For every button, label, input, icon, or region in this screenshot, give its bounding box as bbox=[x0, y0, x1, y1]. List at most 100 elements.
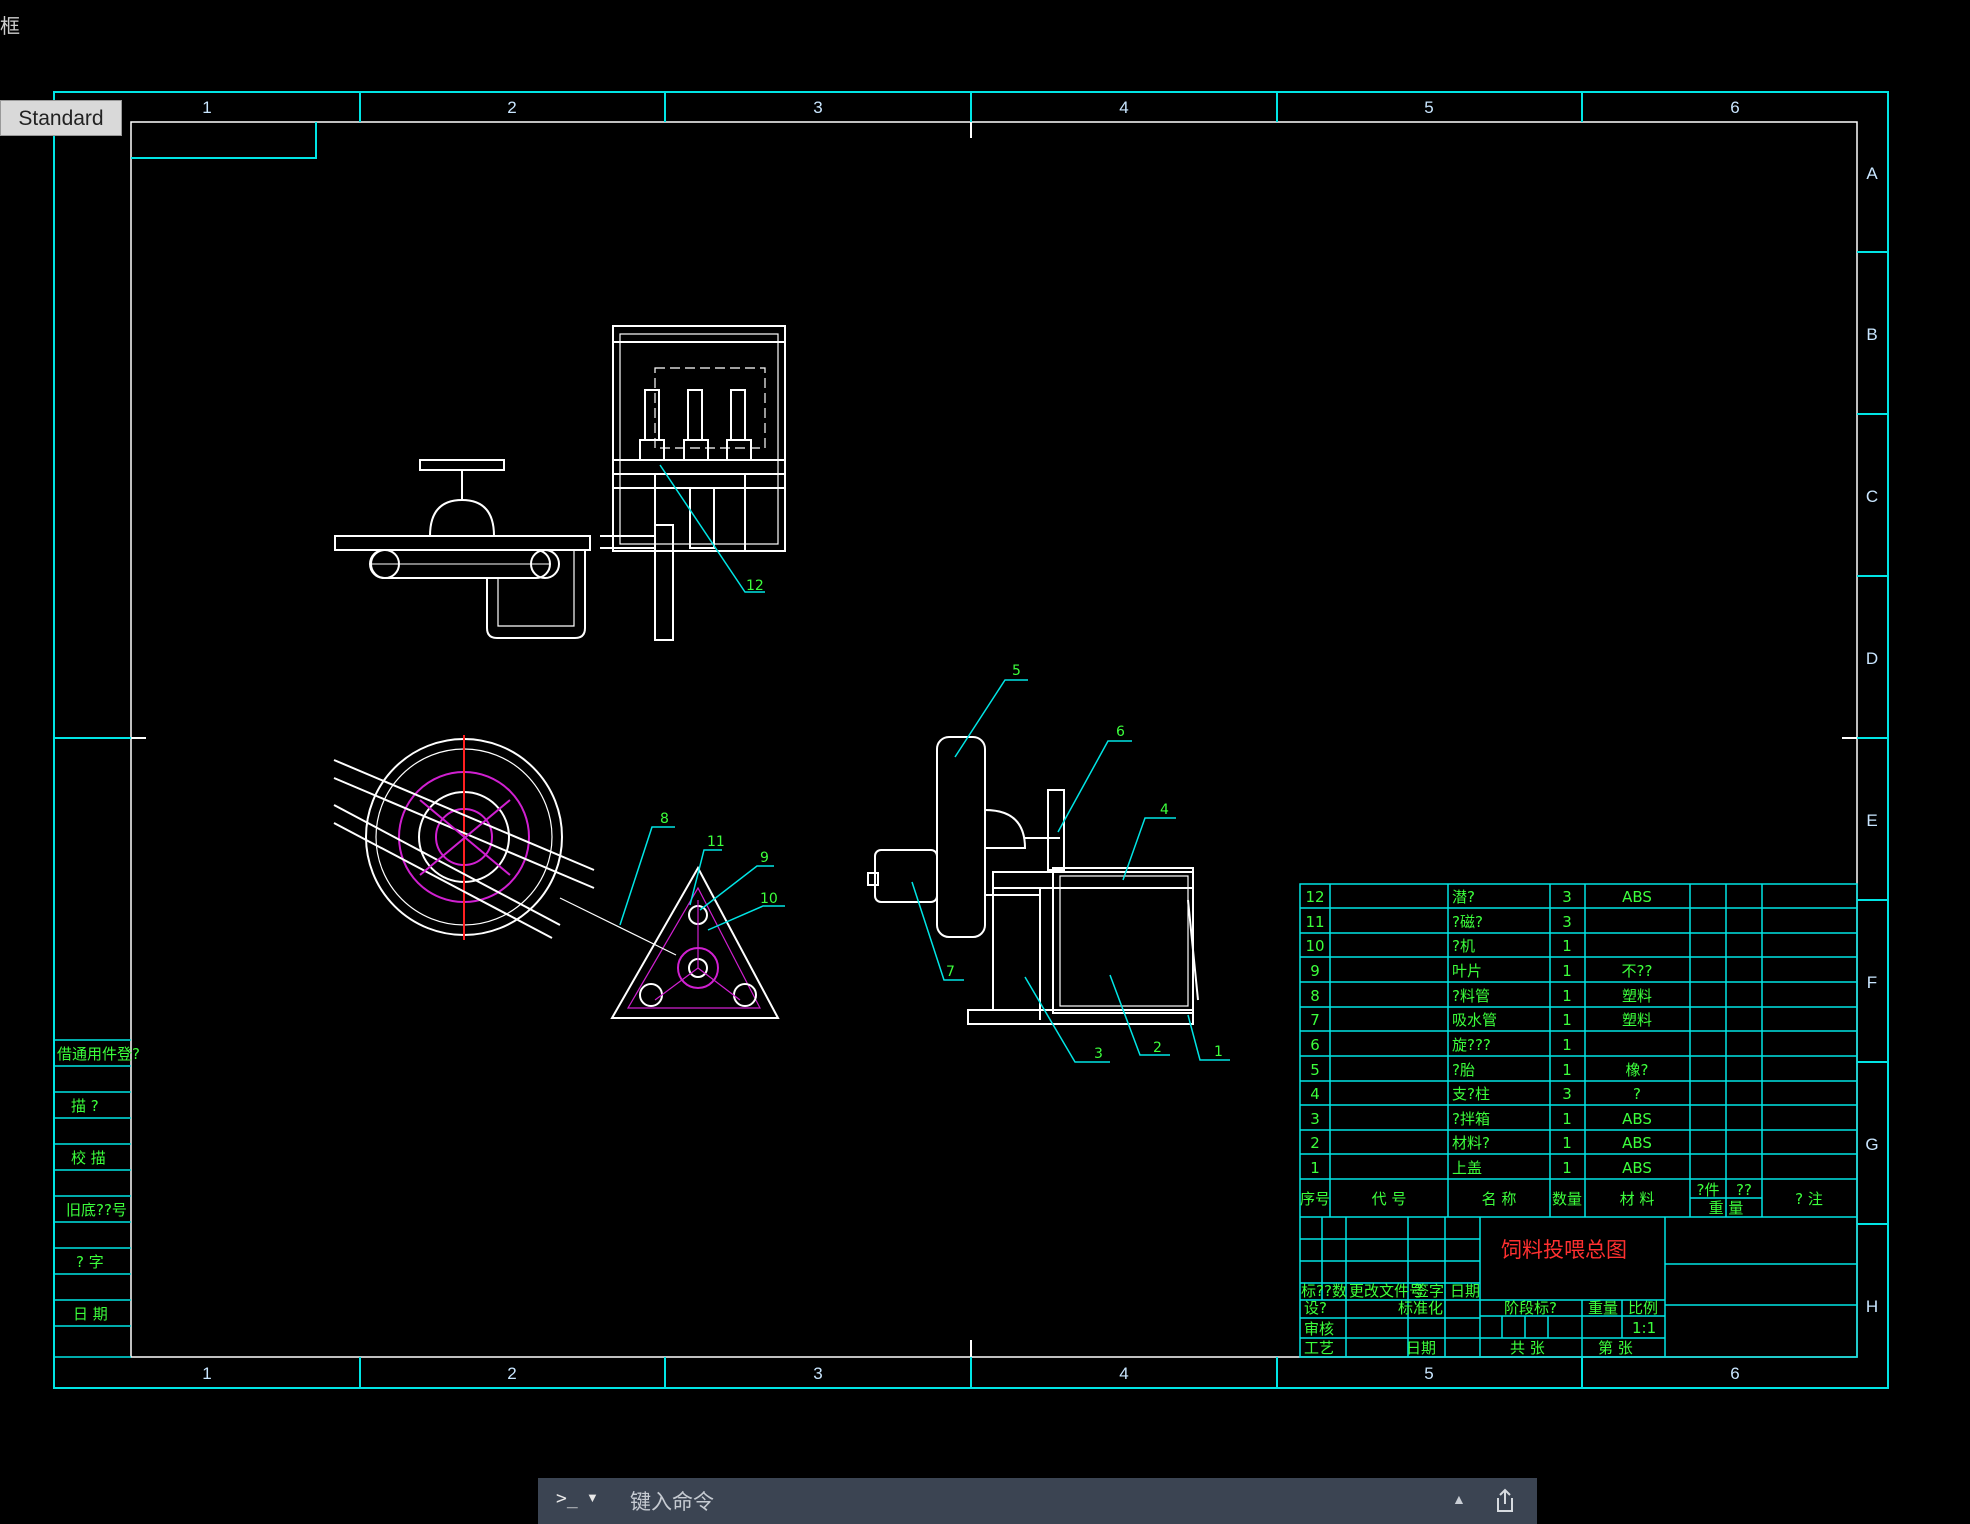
title-block-cell: 比例 bbox=[1628, 1299, 1658, 1317]
bom-qty: 1 bbox=[1562, 1011, 1572, 1029]
bom-no: 6 bbox=[1310, 1036, 1320, 1054]
bom-no: 2 bbox=[1310, 1134, 1320, 1152]
leader-label: 7 bbox=[946, 964, 955, 980]
title-block: 饲料投喂总图 标? ?数 更改文件号 签字 日期 设? 标准化 阶段标? 重量 … bbox=[1300, 1217, 1857, 1357]
leader-label: 11 bbox=[707, 834, 725, 850]
row-label: C bbox=[1866, 487, 1878, 506]
command-input[interactable] bbox=[628, 1485, 1392, 1519]
bom-material: 不?? bbox=[1622, 962, 1653, 980]
bom-qty: 1 bbox=[1562, 987, 1572, 1005]
leader-label: 3 bbox=[1094, 1046, 1103, 1062]
drawing-title: 饲料投喂总图 bbox=[1501, 1238, 1627, 1262]
chevron-up-icon[interactable]: ▲ bbox=[1452, 1491, 1466, 1507]
row-labels-right: A B C D E F G H bbox=[1865, 164, 1878, 1316]
bom-name: 旋??? bbox=[1452, 1036, 1491, 1054]
title-block-cell: 工艺 bbox=[1304, 1339, 1334, 1357]
section-view-leader-labels: 5 6 4 7 3 2 1 bbox=[946, 663, 1223, 1062]
col-label: 3 bbox=[813, 1364, 822, 1383]
col-label: 1 bbox=[202, 98, 211, 117]
section-view-drawing[interactable] bbox=[867, 736, 1199, 1025]
col-label: 4 bbox=[1119, 1364, 1128, 1383]
bom-material: ABS bbox=[1622, 1134, 1652, 1152]
chevron-down-icon[interactable]: ▼ bbox=[586, 1490, 599, 1505]
col-label: 2 bbox=[507, 1364, 516, 1383]
bom-material: ABS bbox=[1622, 1110, 1652, 1128]
leader-label: 12 bbox=[746, 578, 764, 594]
column-labels-bottom: 1 2 3 4 5 6 bbox=[202, 1364, 1739, 1383]
terminal-icon[interactable]: >_ bbox=[556, 1488, 578, 1509]
column-labels-top: 1 2 3 4 5 6 bbox=[202, 98, 1739, 117]
row-label: H bbox=[1866, 1297, 1878, 1316]
bom-material: 塑料 bbox=[1622, 1011, 1652, 1029]
bom-qty: 3 bbox=[1562, 888, 1572, 906]
leader-label: 1 bbox=[1214, 1044, 1223, 1060]
bom-header-cell: ?? bbox=[1736, 1181, 1752, 1199]
row-label: G bbox=[1865, 1135, 1878, 1154]
leader-label: 8 bbox=[660, 811, 669, 827]
bom-material: ? bbox=[1633, 1085, 1641, 1103]
text-style-badge[interactable]: Standard bbox=[0, 100, 122, 136]
bom-header-cell: 重 量 bbox=[1709, 1199, 1744, 1217]
left-view-leaders bbox=[619, 826, 785, 931]
top-view-leaders: 12 bbox=[659, 464, 765, 594]
bom-name: 材料? bbox=[1452, 1134, 1490, 1152]
bom-header-cell: 材 料 bbox=[1620, 1190, 1655, 1208]
row-label: D bbox=[1866, 649, 1878, 668]
leader-label: 4 bbox=[1160, 802, 1169, 818]
row-label: B bbox=[1866, 325, 1877, 344]
left-block-label: 日 期 bbox=[73, 1305, 108, 1323]
leader-label: 10 bbox=[760, 891, 778, 907]
col-label: 6 bbox=[1730, 1364, 1739, 1383]
bom-name: ?机 bbox=[1452, 937, 1475, 955]
bom-no: 8 bbox=[1310, 987, 1320, 1005]
bom-header: 序号 代 号 名 称 数量 材 料 ?件 ?? 重 量 ? 注 bbox=[1300, 1181, 1823, 1217]
leader-label: 9 bbox=[760, 850, 769, 866]
bom-qty: 1 bbox=[1562, 1036, 1572, 1054]
bom-name: 吸水管 bbox=[1452, 1011, 1497, 1029]
bom-no: 7 bbox=[1310, 1011, 1320, 1029]
frame-label: 框 bbox=[0, 16, 20, 38]
bom-header-cell: 序号 bbox=[1300, 1190, 1330, 1208]
bom-no: 3 bbox=[1310, 1110, 1320, 1128]
title-block-cell: ?数 bbox=[1324, 1282, 1347, 1300]
bom-no: 5 bbox=[1310, 1061, 1320, 1079]
bom-name: ?拌箱 bbox=[1452, 1110, 1490, 1128]
title-block-cell: 日期 bbox=[1406, 1339, 1436, 1357]
leader-label: 2 bbox=[1153, 1040, 1162, 1056]
share-icon[interactable] bbox=[1490, 1486, 1520, 1516]
col-label: 4 bbox=[1119, 98, 1128, 117]
col-label: 3 bbox=[813, 98, 822, 117]
bom-qty: 1 bbox=[1562, 1134, 1572, 1152]
col-label: 6 bbox=[1730, 98, 1739, 117]
left-view-drawing[interactable] bbox=[333, 735, 780, 1019]
section-view-leaders bbox=[911, 679, 1230, 1063]
command-line[interactable]: >_ ▼ ▲ bbox=[538, 1478, 1537, 1524]
title-block-cell: 阶段标? bbox=[1504, 1299, 1557, 1317]
left-block-label: ? 字 bbox=[76, 1253, 104, 1271]
row-label: A bbox=[1866, 164, 1878, 183]
bom-rows: 12 潜? 3 ABS 11 ?磁? 3 10 ?机 1 9 叶片 1 不?? … bbox=[1305, 888, 1652, 1177]
leader-label: 6 bbox=[1116, 724, 1125, 740]
bom-header-cell: ? 注 bbox=[1795, 1190, 1823, 1208]
col-label: 5 bbox=[1424, 1364, 1433, 1383]
bom-header-cell: 名 称 bbox=[1482, 1190, 1517, 1208]
bom-qty: 1 bbox=[1562, 962, 1572, 980]
left-record-block: 借通用件登? 描 ? 校 描 旧底??号 ? 字 日 期 bbox=[54, 1039, 140, 1358]
bom-no: 4 bbox=[1310, 1085, 1320, 1103]
bom-header-cell: ?件 bbox=[1697, 1181, 1720, 1199]
title-block-cell: 标准化 bbox=[1398, 1299, 1443, 1317]
bom-qty: 3 bbox=[1562, 1085, 1572, 1103]
title-block-cell: 审核 bbox=[1304, 1320, 1334, 1338]
bom-qty: 1 bbox=[1562, 937, 1572, 955]
row-label: E bbox=[1866, 811, 1877, 830]
col-label: 5 bbox=[1424, 98, 1433, 117]
bom-name: 潜? bbox=[1452, 888, 1475, 906]
bom-header-cell: 代 号 bbox=[1372, 1190, 1407, 1208]
bom-no: 1 bbox=[1310, 1159, 1320, 1177]
bom-qty: 1 bbox=[1562, 1110, 1572, 1128]
top-view-drawing[interactable] bbox=[334, 325, 786, 641]
bom-name: 上盖 bbox=[1452, 1159, 1482, 1177]
bom-qty: 1 bbox=[1562, 1061, 1572, 1079]
bom-qty: 1 bbox=[1562, 1159, 1572, 1177]
